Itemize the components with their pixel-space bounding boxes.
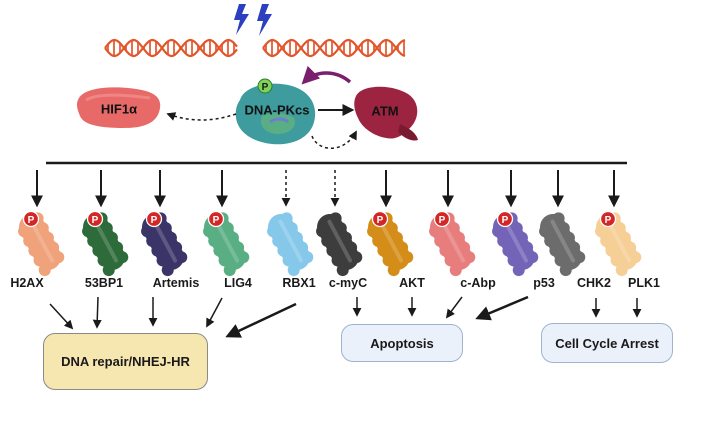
substrate-label-p53: p53 (533, 276, 555, 290)
dna-helix-right-icon (262, 38, 406, 58)
outcome-dna-repair: DNA repair/NHEJ-HR (43, 333, 208, 390)
outcome-apoptosis: Apoptosis (341, 324, 463, 362)
phospho-badge-text: P (213, 215, 220, 226)
substrate-h2ax: P (18, 170, 65, 277)
atm-protein-icon (354, 86, 418, 141)
substrate-chk2 (539, 170, 586, 277)
substrate-label-cabp: c-Abp (460, 276, 496, 290)
protein-blob-icon (267, 212, 314, 277)
phospho-badge-text: P (439, 215, 446, 226)
lightning-bolt-icon (234, 4, 272, 36)
hif1a-protein-icon (76, 87, 161, 128)
arrow-dashed-loop (311, 130, 357, 149)
phospho-badge-text: P (377, 215, 384, 226)
arrow-rbx1-repair (225, 302, 297, 338)
phospho-badge-icon: P (496, 210, 514, 228)
phospho-badge-icon: P (207, 210, 225, 228)
phospho-badge-text: P (92, 215, 99, 226)
arrow-pk-to-hif (166, 112, 237, 121)
dna-pkcs-phospho-text: P (262, 82, 269, 93)
atm-label: ATM (371, 103, 399, 119)
protein-blob-icon (203, 212, 250, 277)
substrate-lig4: P (203, 170, 250, 277)
protein-blob-icon (595, 212, 642, 277)
substrate-p53: P (492, 170, 539, 277)
outcome-cell-cycle-arrest: Cell Cycle Arrest (541, 323, 673, 363)
protein-blob-icon (367, 212, 414, 277)
substrate-label-h2ax: H2AX (10, 276, 44, 290)
phospho-badge-icon: P (371, 210, 389, 228)
phospho-badge-icon: P (22, 210, 40, 228)
substrate-plk1: P (595, 170, 642, 277)
substrate-label-rbx1: RBX1 (282, 276, 316, 290)
substrate-53bp1: P (82, 170, 129, 277)
substrate-akt: P (367, 170, 414, 277)
hif1a-label: HIF1α (100, 101, 138, 117)
protein-blob-icon (492, 212, 539, 277)
dna-pkcs-label: DNA-PKcs (244, 102, 310, 118)
phospho-badge-text: P (28, 215, 35, 226)
protein-blob-icon (539, 212, 586, 277)
substrate-label-cmyc: c-myC (328, 276, 368, 290)
substrate-artemis: P (141, 170, 188, 277)
substrate-label-akt: AKT (399, 276, 425, 290)
substrate-label-plk1: PLK1 (628, 276, 660, 290)
arrow-cabp-apoptosis (445, 296, 463, 319)
substrate-c-myc (316, 170, 363, 277)
phospho-badge-text: P (502, 215, 509, 226)
phospho-badge-icon: P (599, 210, 617, 228)
dna-helix-left-icon (104, 38, 238, 58)
substrate-label-chk2: CHK2 (576, 276, 612, 290)
protein-blob-icon (316, 212, 363, 277)
arrow-lig4-repair (206, 297, 223, 328)
arrow-h2ax-repair (49, 303, 74, 330)
protein-blob-icon (82, 212, 129, 277)
protein-blob-icon (18, 212, 65, 277)
substrate-label-lig4: LIG4 (224, 276, 252, 290)
protein-blob-icon (429, 212, 476, 277)
substrate-label-artemis: Artemis (152, 276, 200, 290)
protein-blob-icon (141, 212, 188, 277)
phospho-badge-text: P (151, 215, 158, 226)
phospho-badge-icon: P (145, 210, 163, 228)
substrate-rbx1 (267, 170, 314, 277)
phospho-badge-icon: P (86, 210, 104, 228)
arrow-p53-apoptosis (475, 295, 529, 321)
outcome-arrows (49, 295, 642, 338)
arrow-atm-to-pk (301, 65, 352, 85)
substrate-label-53bp1: 53BP1 (84, 276, 124, 290)
dna-pkcs-phospho-icon: P (257, 78, 273, 94)
phospho-badge-icon: P (433, 210, 451, 228)
substrate-c-abp: P (429, 170, 476, 277)
arrow-53bp1-repair (92, 296, 102, 329)
phospho-badge-text: P (605, 215, 612, 226)
dna-pkcs-complex-icon (235, 83, 316, 145)
